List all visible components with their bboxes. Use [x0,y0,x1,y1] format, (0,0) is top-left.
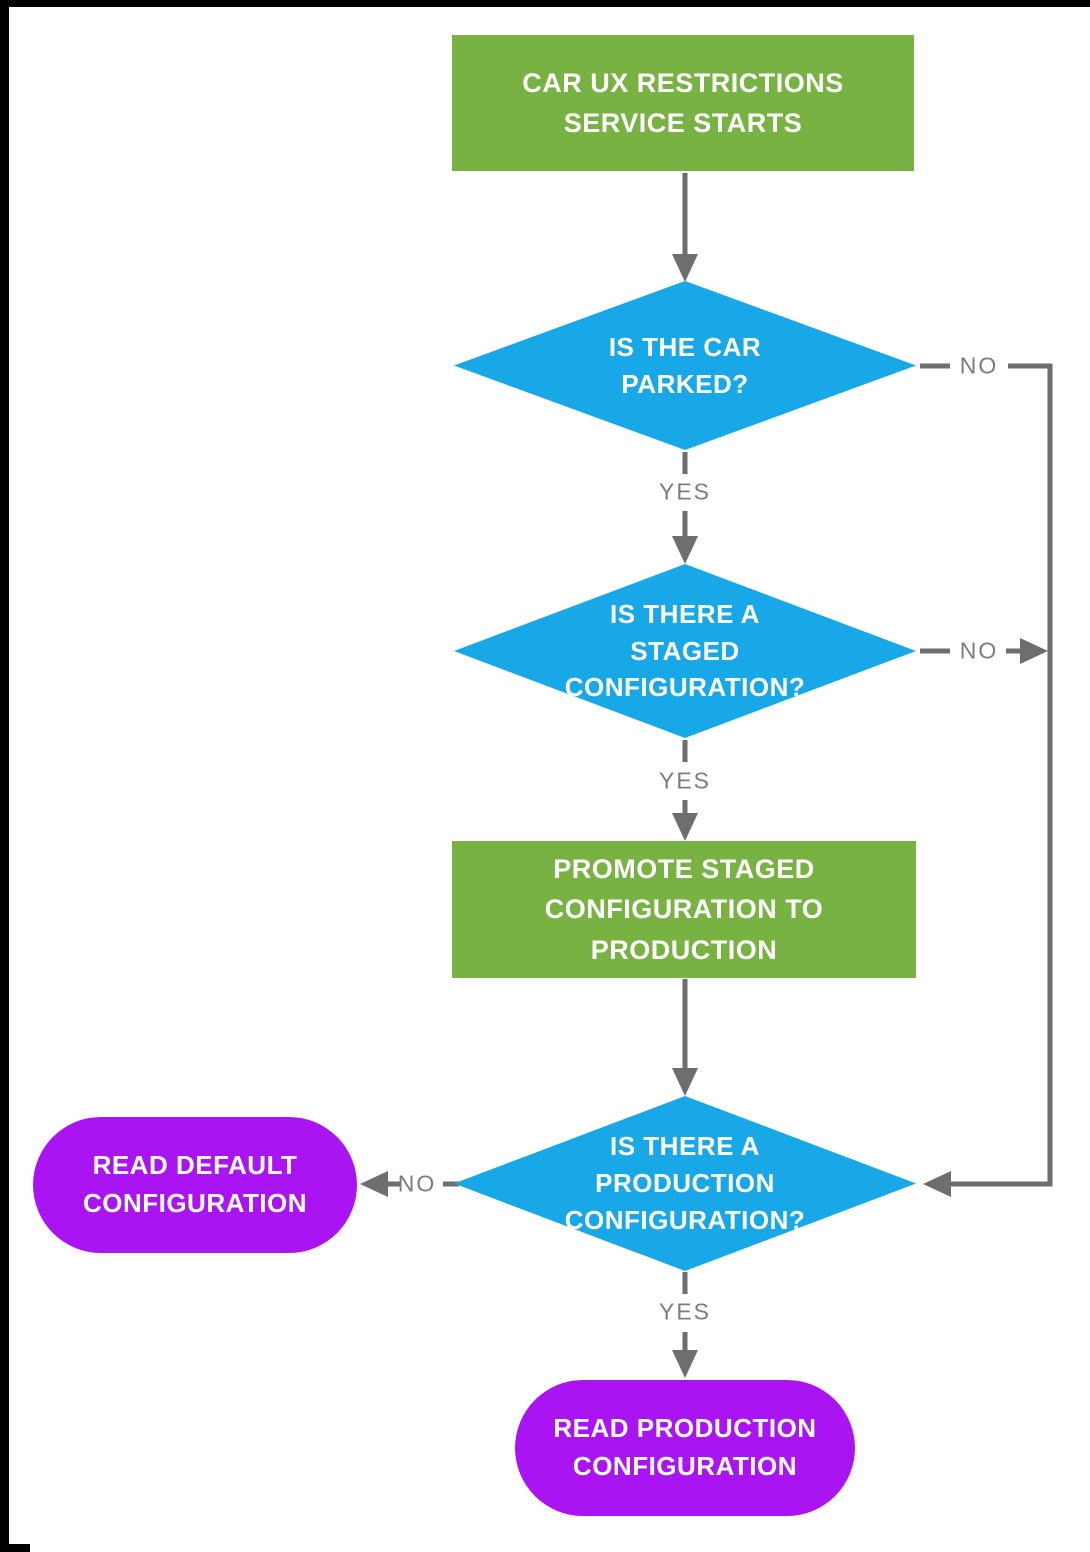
arrowhead-into-parked [672,254,698,282]
connector-parked-no-path [951,363,1053,1187]
node-promote-staged-configuration: PROMOTE STAGED CONFIGURATION TO PRODUCTI… [452,841,916,978]
page-edge-top [0,0,1090,7]
edge-label-parked-no: NO [959,352,999,379]
arrowhead-into-production-top [672,1068,698,1096]
node-read-production-configuration: READ PRODUCTION CONFIGURATION [515,1380,855,1516]
arrowhead-into-promote [672,813,698,841]
page-edge-left [0,0,9,1552]
arrowhead-staged-no-merge [1020,638,1048,664]
arrowhead-into-read-default [360,1171,388,1197]
edge-label-staged-no: NO [959,637,999,664]
edge-label-parked-yes: YES [658,478,712,505]
node-read-default-configuration: READ DEFAULT CONFIGURATION [33,1117,357,1253]
arrowhead-into-production-right [923,1171,951,1197]
node-start: CAR UX RESTRICTIONS SERVICE STARTS [452,35,914,171]
arrowhead-into-read-production [672,1350,698,1378]
edge-label-production-yes: YES [658,1298,712,1325]
edge-label-production-no: NO [397,1170,437,1197]
edge-label-staged-yes: YES [658,767,712,794]
arrowhead-into-staged [672,536,698,564]
page-edge-bottom-left [0,1544,30,1552]
